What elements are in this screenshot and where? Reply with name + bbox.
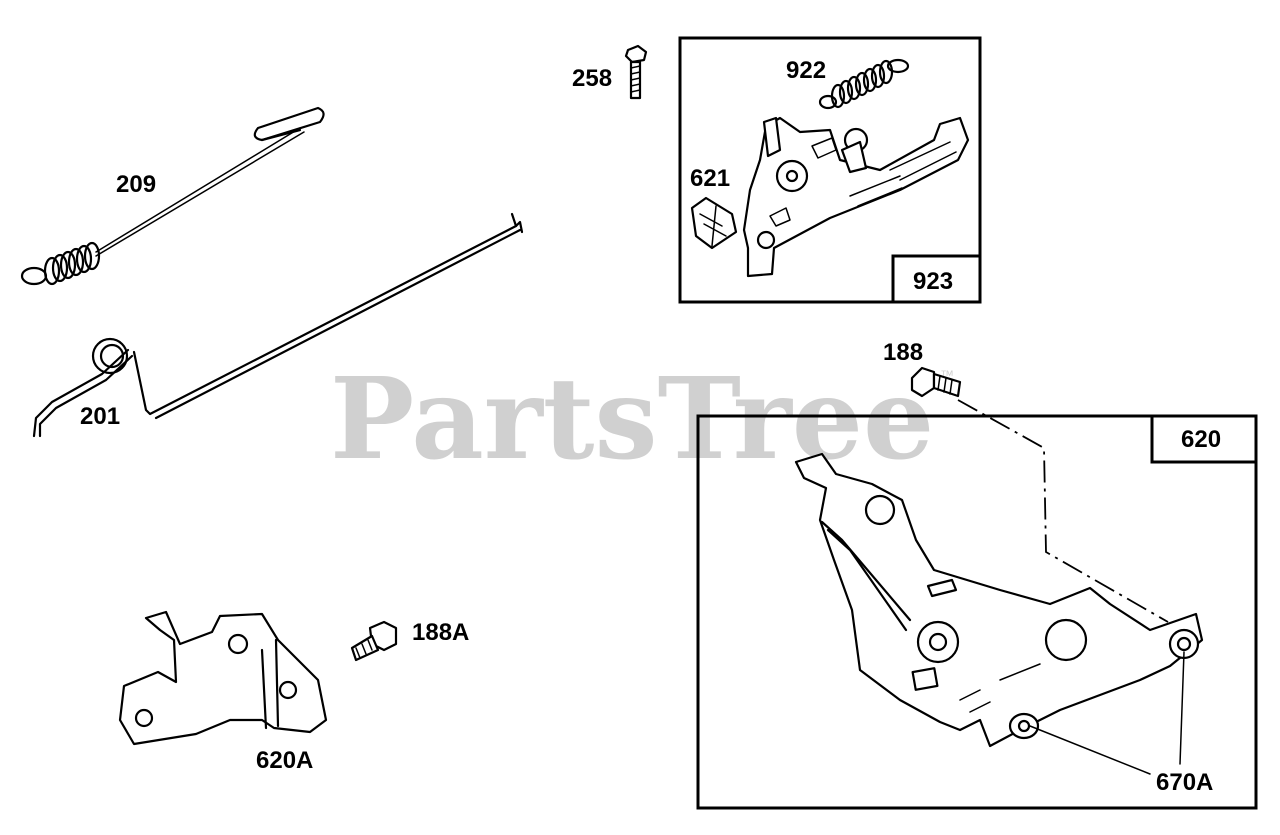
- part-620-control-bracket-assembly[interactable]: [794, 452, 1204, 748]
- part-923-bracket-assembly[interactable]: [742, 116, 970, 278]
- callout-209[interactable]: 209: [116, 171, 156, 198]
- callout-670A[interactable]: 670A: [1156, 769, 1213, 796]
- part-922-spring[interactable]: [818, 58, 910, 110]
- callout-188A[interactable]: 188A: [412, 619, 469, 646]
- callout-621[interactable]: 621: [690, 165, 730, 192]
- part-621-clip[interactable]: [690, 196, 738, 250]
- callout-923[interactable]: 923: [913, 268, 953, 295]
- part-188-bolt[interactable]: [910, 366, 962, 398]
- part-188A-bolt[interactable]: [350, 620, 398, 662]
- part-209-governor-spring[interactable]: [20, 106, 325, 286]
- part-670A-leader-1: [1029, 725, 1151, 775]
- kit-620-box: [696, 414, 1258, 810]
- part-258-screw[interactable]: [624, 44, 648, 100]
- callout-201[interactable]: 201: [80, 403, 120, 430]
- callout-620A[interactable]: 620A: [256, 747, 313, 774]
- watermark: PartsTree ™: [330, 354, 954, 485]
- watermark-text: PartsTree: [330, 354, 934, 485]
- part-188-leader-line: [957, 399, 1169, 623]
- callout-258[interactable]: 258: [572, 65, 612, 92]
- kit-923-box: [678, 36, 982, 304]
- part-201-governor-link[interactable]: [32, 212, 524, 438]
- part-620A-bracket[interactable]: [118, 610, 328, 746]
- part-670A-leader-2: [1179, 651, 1185, 765]
- callout-620[interactable]: 620: [1181, 426, 1221, 453]
- callout-922[interactable]: 922: [786, 57, 826, 84]
- callout-188[interactable]: 188: [883, 339, 923, 366]
